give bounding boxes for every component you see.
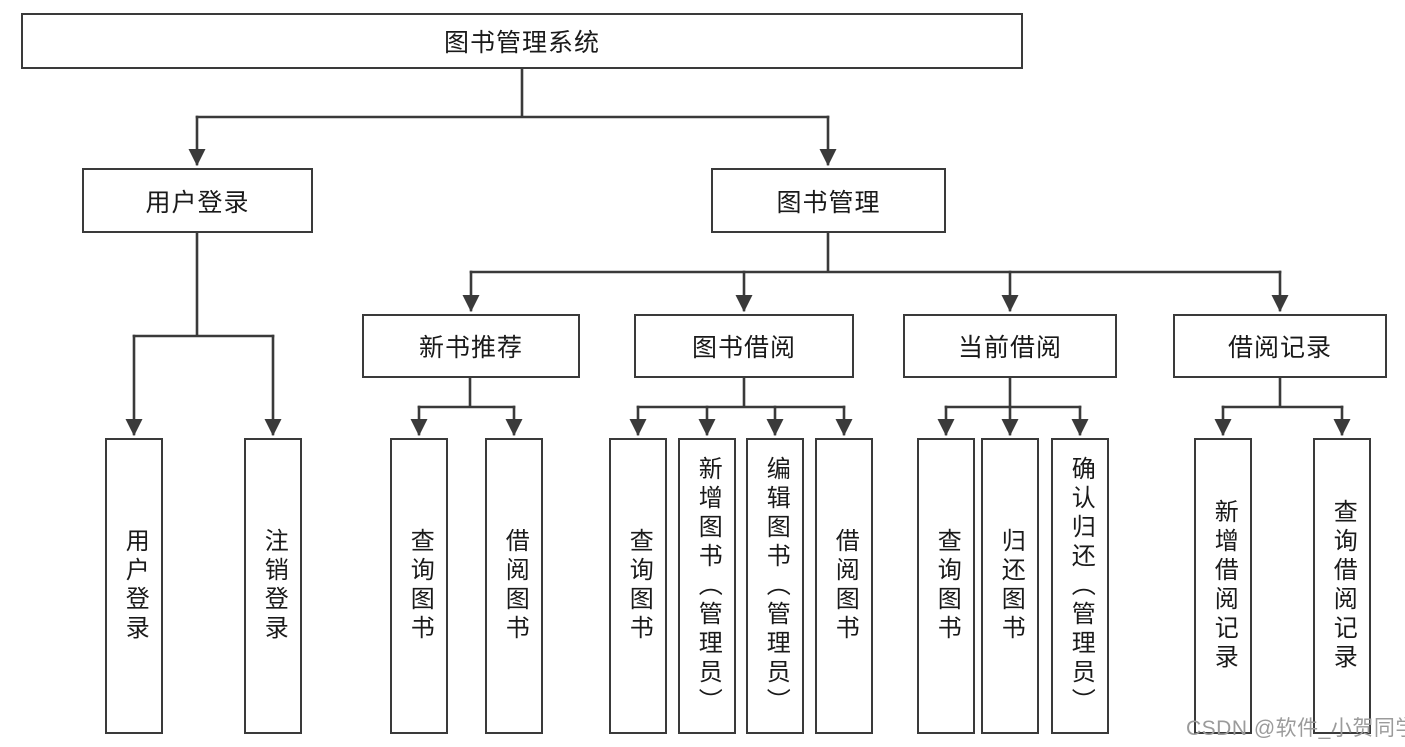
node-label: 归还图书 xyxy=(997,528,1025,644)
node-book-borrowing: 图书借阅 xyxy=(634,314,854,378)
node-library-system: 图书管理系统 xyxy=(21,13,1023,69)
leaf-logout: 注销登录 xyxy=(244,438,302,734)
node-label: 查询图书 xyxy=(933,528,961,644)
leaf-confirm-return-admin: 确认归还（管理员） xyxy=(1051,438,1109,734)
leaf-query-books-borrowing: 查询图书 xyxy=(609,438,667,734)
node-label: 借阅图书 xyxy=(831,528,859,644)
node-label: 图书管理 xyxy=(776,188,881,217)
node-label: 新增借阅记录 xyxy=(1210,499,1238,673)
node-label: 当前借阅 xyxy=(957,334,1062,362)
leaf-query-borrow-record: 查询借阅记录 xyxy=(1313,438,1371,734)
node-new-book-recommend: 新书推荐 xyxy=(362,314,580,378)
node-label: 图书借阅 xyxy=(691,334,796,362)
leaf-add-books-admin: 新增图书（管理员） xyxy=(678,438,736,734)
node-user-login: 用户登录 xyxy=(82,168,313,233)
connector-new-book-recommend xyxy=(417,376,516,409)
node-label: 确认归还（管理员） xyxy=(1067,455,1095,717)
leaf-query-books-current: 查询图书 xyxy=(917,438,975,734)
node-label: 图书管理系统 xyxy=(443,29,600,57)
node-label: 查询借阅记录 xyxy=(1329,499,1357,673)
node-label: 新书推荐 xyxy=(418,334,523,362)
node-book-management: 图书管理 xyxy=(711,168,946,233)
leaf-return-books: 归还图书 xyxy=(981,438,1039,734)
node-label: 注销登录 xyxy=(260,528,288,644)
csdn-watermark: CSDN @软件_小贺同学 xyxy=(1186,717,1405,740)
connector-root xyxy=(195,67,830,119)
node-current-borrowing: 当前借阅 xyxy=(903,314,1117,378)
connector-user-login xyxy=(132,231,275,338)
node-label: 新增图书（管理员） xyxy=(694,455,722,717)
node-label: 编辑图书（管理员） xyxy=(762,455,790,717)
node-borrowing-records: 借阅记录 xyxy=(1173,314,1387,378)
leaf-borrow-books-recommend: 借阅图书 xyxy=(485,438,543,734)
leaf-edit-books-admin: 编辑图书（管理员） xyxy=(746,438,804,734)
node-label: 用户登录 xyxy=(121,528,149,644)
leaf-query-books-recommend: 查询图书 xyxy=(390,438,448,734)
connector-book-management xyxy=(469,231,1282,274)
leaf-user-login: 用户登录 xyxy=(105,438,163,734)
connector-current-borrowing xyxy=(944,376,1082,409)
node-label: 借阅记录 xyxy=(1227,334,1332,362)
leaf-borrow-books-borrowing: 借阅图书 xyxy=(815,438,873,734)
node-label: 查询图书 xyxy=(406,528,434,644)
node-label: 借阅图书 xyxy=(501,528,529,644)
connector-book-borrowing xyxy=(636,376,846,409)
node-label: 用户登录 xyxy=(145,188,250,217)
leaf-add-borrow-record: 新增借阅记录 xyxy=(1194,438,1252,734)
node-label: 查询图书 xyxy=(625,528,653,644)
connector-borrowing-records xyxy=(1221,376,1344,409)
